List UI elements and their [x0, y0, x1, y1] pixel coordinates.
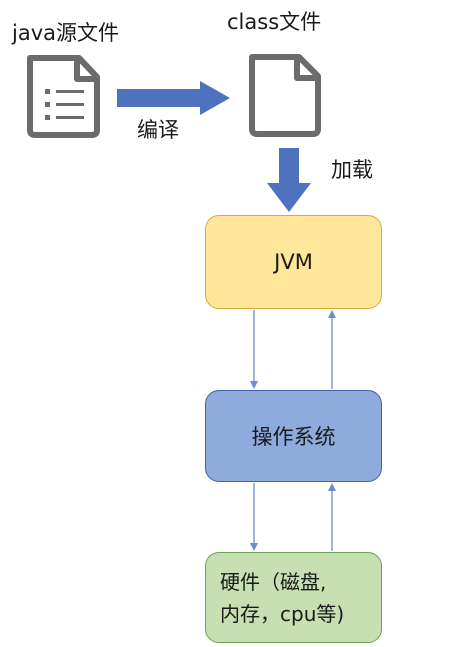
java-source-label: java源文件: [12, 21, 119, 45]
compile-label: 编译: [137, 118, 179, 142]
os-hardware-connectors: [250, 483, 336, 551]
hardware-label: 硬件（磁盘, 内存，cpu等): [220, 569, 345, 626]
os-box: 操作系统: [205, 390, 382, 482]
load-arrow: [267, 148, 311, 212]
document-icon: [249, 54, 321, 137]
os-label: 操作系统: [251, 425, 336, 449]
compile-arrow: [117, 81, 230, 115]
jvm-label: JVM: [274, 250, 313, 274]
document-lines-icon: [27, 55, 100, 138]
jvm-box: JVM: [205, 215, 382, 309]
class-file-label: class文件: [227, 10, 322, 34]
load-label: 加载: [331, 158, 373, 182]
hardware-box: 硬件（磁盘, 内存，cpu等): [205, 552, 382, 643]
jvm-os-connectors: [250, 310, 336, 389]
